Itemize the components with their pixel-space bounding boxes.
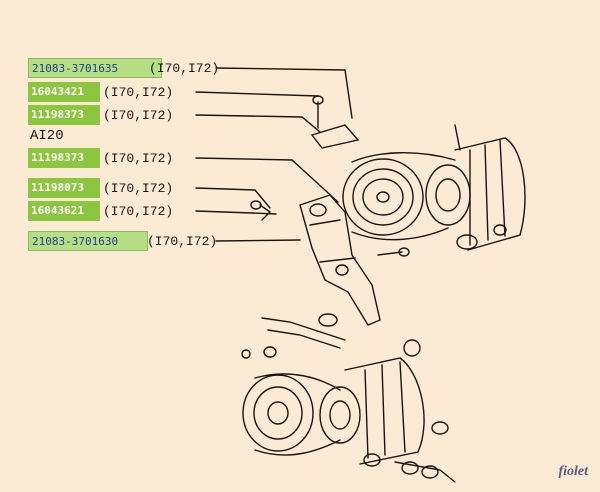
leader-line-1 bbox=[215, 67, 353, 119]
part-number-tag[interactable]: 11198373 bbox=[28, 148, 100, 168]
fitment-label: (I70,I72) bbox=[147, 234, 218, 249]
fitment-label: (I70,I72) bbox=[103, 204, 174, 219]
fitment-label: (I70,I72) bbox=[103, 108, 174, 123]
leader-line-6 bbox=[195, 210, 277, 215]
part-number-tag[interactable]: 11198373 bbox=[28, 105, 100, 125]
watermark: fiolet bbox=[558, 464, 588, 479]
fitment-label: (I70,I72) bbox=[103, 181, 174, 196]
fitment-label: (I70,I72) bbox=[103, 85, 174, 100]
fitment-label: (I70,I72) bbox=[149, 61, 220, 76]
leader-line-4 bbox=[195, 157, 339, 203]
assembly-label: AI20 bbox=[30, 128, 64, 144]
part-number-tag[interactable]: 11198073 bbox=[28, 178, 100, 198]
part-number-tag[interactable]: 16043621 bbox=[28, 201, 100, 221]
leader-line-2 bbox=[195, 91, 319, 97]
fitment-label: (I70,I72) bbox=[103, 151, 174, 166]
leader-line-5 bbox=[195, 187, 271, 209]
leader-line-3 bbox=[195, 114, 321, 133]
part-number-tag[interactable]: 21083-3701635 bbox=[28, 58, 162, 78]
part-number-tag[interactable]: 16043421 bbox=[28, 82, 100, 102]
part-number-tag[interactable]: 21083-3701630 bbox=[28, 231, 148, 251]
leader-line-7 bbox=[215, 239, 301, 242]
